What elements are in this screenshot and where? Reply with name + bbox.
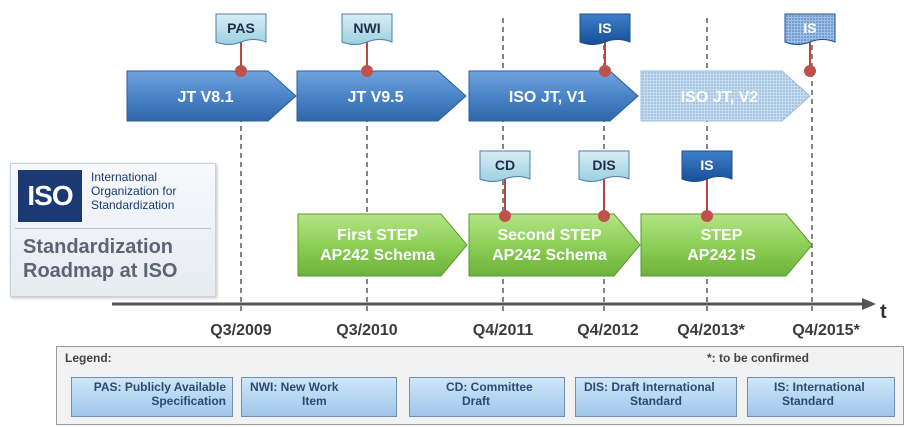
iso-name-line: Organization for [91, 184, 177, 198]
roadmap-title: Standardization Roadmap at ISO [23, 235, 213, 283]
jt-version-arrow [296, 70, 467, 122]
legend-item-nwi: NWI: New Work Item [241, 377, 397, 417]
step-phase-label: Second STEP [497, 227, 601, 244]
milestone-label: NWI [353, 20, 380, 36]
legend-item-line: Standard [782, 394, 835, 408]
milestone-tag [579, 13, 631, 45]
milestone-marker [804, 65, 816, 77]
step-phase-label: AP242 Schema [320, 247, 435, 264]
step-phase-label: STEP [701, 227, 743, 244]
legend-title: Legend: [65, 351, 112, 365]
legend-item-line: CD: Committee [446, 380, 533, 394]
legend-item-line: DIS: Draft International [584, 380, 715, 394]
jt-version-label: ISO JT, V1 [509, 89, 586, 106]
milestone-marker [598, 210, 610, 222]
legend-item-dis: DIS: Draft International Standard [575, 377, 737, 417]
milestone-marker [235, 65, 247, 77]
legend-item-cd: CD: Committee Draft [409, 377, 565, 417]
time-axis-label: t [880, 301, 887, 323]
step-phase-arrow [640, 213, 813, 277]
milestone-label: DIS [592, 157, 615, 173]
jt-version-label: ISO JT, V2 [681, 89, 758, 106]
time-axis-arrowhead [862, 298, 876, 310]
milestone-tag [341, 13, 393, 45]
step-phase-label: AP242 IS [687, 247, 756, 264]
jt-version-arrow [640, 70, 811, 122]
date-label: Q4/2013* [677, 322, 745, 339]
legend-item-pas: PAS: Publicly Available Specification [71, 377, 233, 417]
legend-item-line: IS: International [774, 380, 865, 394]
milestone-label: IS [598, 20, 611, 36]
milestone-label: IS [700, 157, 713, 173]
milestone-marker [701, 210, 713, 222]
jt-version-label: JT V8.1 [177, 89, 233, 106]
roadmap-title-line: Standardization [23, 236, 174, 258]
milestone-marker [499, 210, 511, 222]
legend: Legend: *: to be confirmed PAS: Publicly… [56, 346, 904, 425]
iso-organization-name: International Organization for Standardi… [91, 170, 209, 212]
milestone-tag [578, 150, 630, 182]
legend-note: *: to be confirmed [707, 351, 810, 365]
jt-version-label: JT V9.5 [347, 89, 403, 106]
iso-info-box: ISO International Organization for Stand… [10, 163, 216, 297]
milestone-marker [599, 65, 611, 77]
date-label: Q4/2011 [473, 322, 534, 339]
milestone-tag [479, 150, 531, 182]
date-label: Q4/2012 [577, 322, 638, 339]
step-phase-label: First STEP [337, 227, 418, 244]
legend-item-line: Draft [462, 394, 491, 408]
step-phase-label: AP242 Schema [492, 247, 607, 264]
step-phase-arrow [297, 213, 468, 277]
milestone-label: PAS [227, 20, 255, 36]
legend-item-line: NWI: New Work [250, 380, 339, 394]
roadmap-title-line: Roadmap at ISO [23, 260, 178, 282]
iso-logo: ISO [18, 170, 82, 222]
date-label: Q3/2009 [210, 322, 271, 339]
legend-item-line: Standard [630, 394, 683, 408]
divider [15, 228, 211, 229]
milestone-tag [784, 13, 836, 45]
milestone-label: IS [803, 20, 816, 36]
iso-name-line: Standardization [91, 198, 175, 212]
milestone-tag [215, 13, 267, 45]
iso-name-line: International [91, 170, 158, 184]
legend-item-is: IS: International Standard [747, 377, 895, 417]
legend-item-line: Specification [151, 394, 226, 408]
date-label: Q3/2010 [336, 322, 397, 339]
step-phase-arrow [468, 213, 641, 277]
milestone-marker [361, 65, 373, 77]
date-label: Q4/2015* [792, 322, 860, 339]
legend-item-line: PAS: Publicly Available [93, 380, 226, 394]
legend-item-line: Item [302, 394, 327, 408]
jt-version-arrow [468, 70, 639, 122]
milestone-tag [681, 150, 733, 182]
milestone-label: CD [495, 157, 515, 173]
